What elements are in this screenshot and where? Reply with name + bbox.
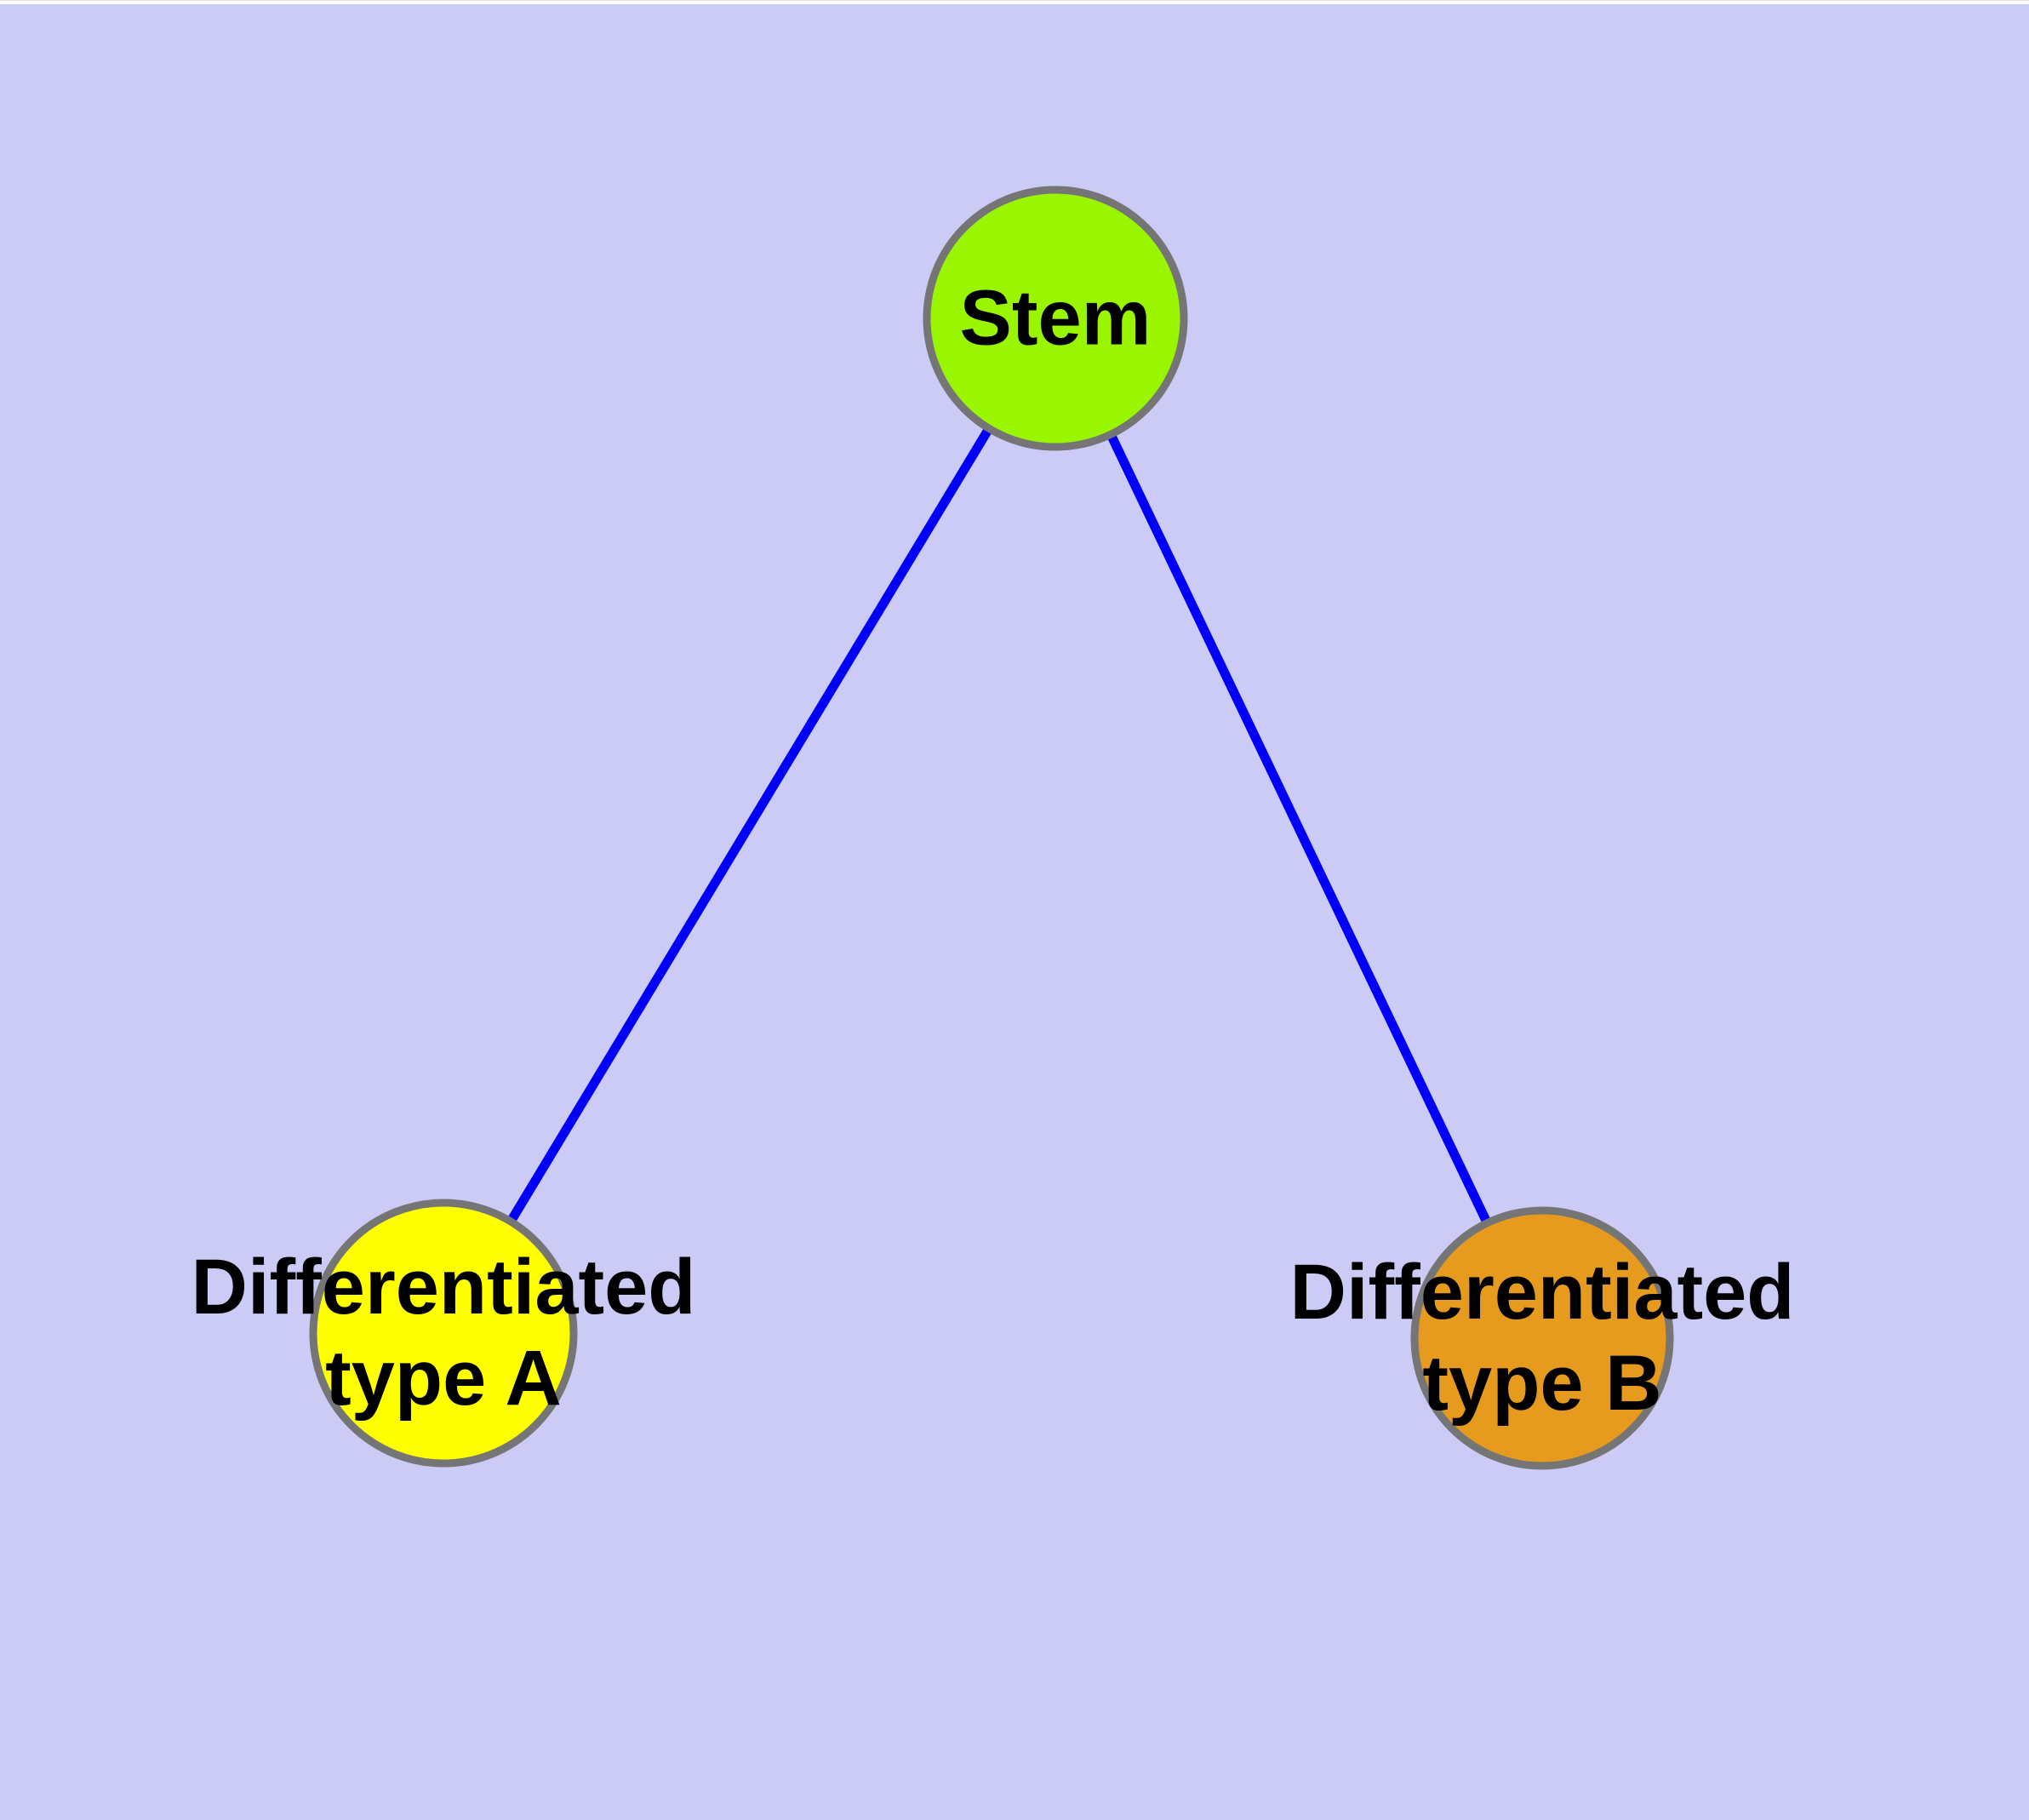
node-stem xyxy=(923,186,1188,451)
node-differentiated-type-b xyxy=(1410,1206,1674,1470)
node-differentiated-type-a xyxy=(309,1199,578,1468)
edge-stem-to-type-a xyxy=(439,316,1060,1336)
edge-stem-to-type-b xyxy=(1051,316,1546,1341)
top-edge-artifact xyxy=(0,0,2029,4)
